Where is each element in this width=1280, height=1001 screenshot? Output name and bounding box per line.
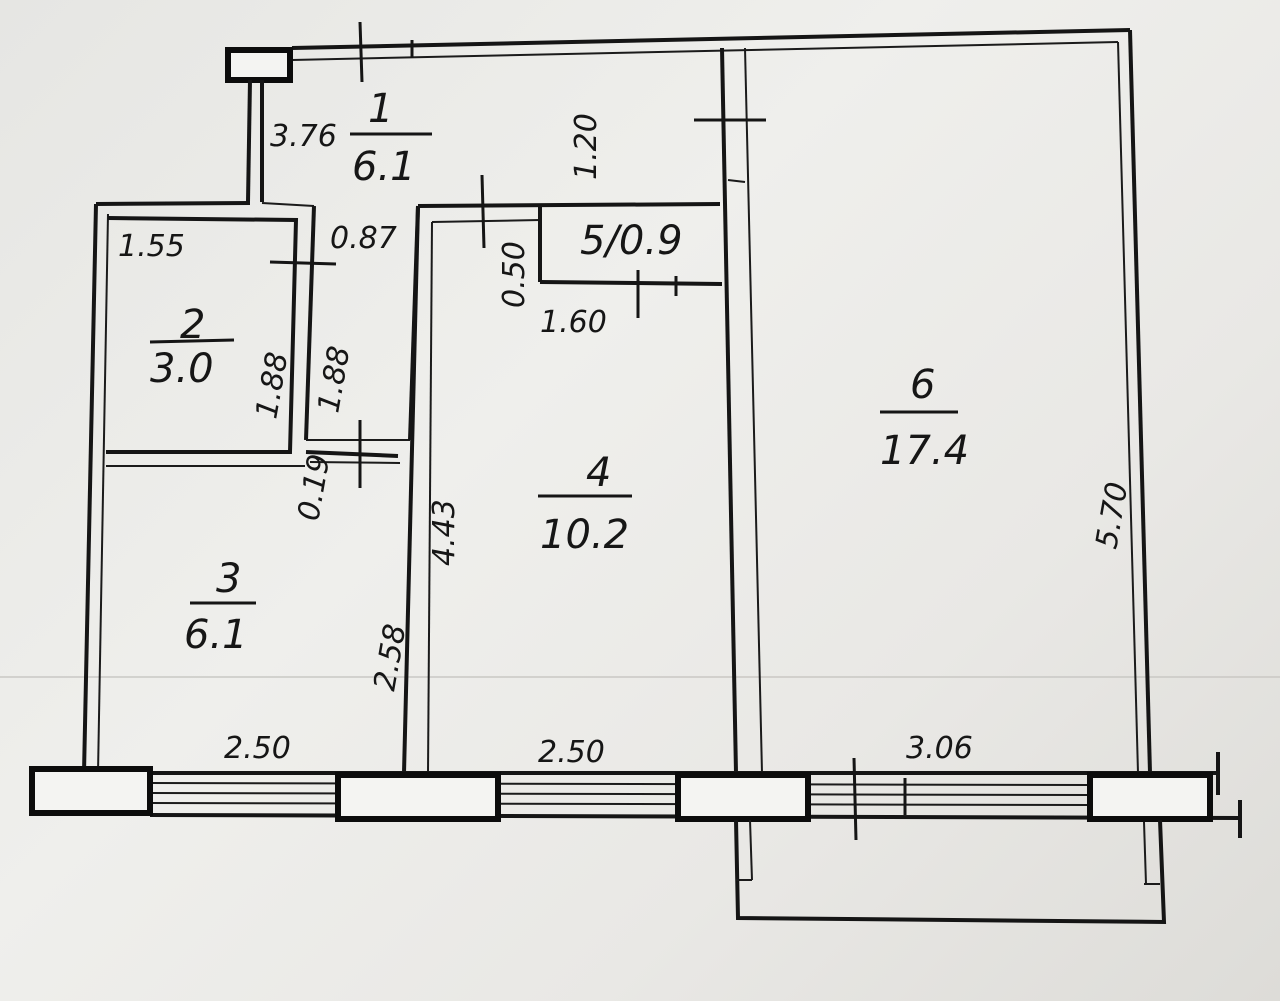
dimension-3-76: 3.76 [270, 119, 337, 154]
dimension-2-50-a: 2.50 [224, 731, 291, 766]
dimension-1-88-a: 1.88 [249, 350, 295, 422]
dimension-1-88-b: 1.88 [311, 344, 357, 416]
room-3-label: 3 6.1 [184, 556, 256, 658]
dimension-1-55: 1.55 [118, 229, 185, 264]
walls [29, 28, 1242, 925]
wall-block-3 [675, 772, 811, 822]
room-number: 4 [586, 450, 611, 496]
room-6-label: 6 17.4 [880, 362, 969, 474]
room-5-label: 5/0.9 [580, 218, 683, 264]
dimension-labels: 3.76 1.20 1.55 0.87 0.50 1.60 1.88 1.88 … [118, 113, 1135, 770]
wall-block-1 [29, 766, 153, 816]
dimension-1-20: 1.20 [569, 113, 604, 180]
room-area: 17.4 [880, 428, 969, 474]
room-area: 6.1 [352, 144, 416, 190]
room-4-label: 4 10.2 [538, 450, 632, 558]
room-area: 10.2 [540, 512, 629, 558]
dimension-3-06: 3.06 [906, 731, 973, 766]
door-marks [269, 21, 907, 841]
room-area: 3.0 [150, 346, 214, 392]
dimension-5-70: 5.70 [1089, 480, 1135, 552]
room-number: 5/0.9 [580, 218, 683, 264]
room-number: 6 [910, 362, 935, 408]
dimension-0-19: 0.19 [291, 452, 337, 524]
room-number: 1 [368, 86, 393, 132]
room-number: 3 [216, 556, 241, 602]
dimension-4-43: 4.43 [427, 499, 462, 566]
room-2-label: 2 3.0 [149, 302, 235, 392]
room-1-label: 1 6.1 [350, 86, 432, 190]
dimension-0-50: 0.50 [497, 241, 532, 308]
room-area: 6.1 [184, 612, 248, 658]
dimension-0-87: 0.87 [330, 221, 397, 256]
dimension-1-60: 1.60 [540, 305, 607, 340]
wall-block-4 [1087, 772, 1213, 822]
dimension-2-50-b: 2.50 [538, 735, 605, 770]
wall-block-2 [335, 772, 501, 822]
vent-block [225, 47, 293, 83]
